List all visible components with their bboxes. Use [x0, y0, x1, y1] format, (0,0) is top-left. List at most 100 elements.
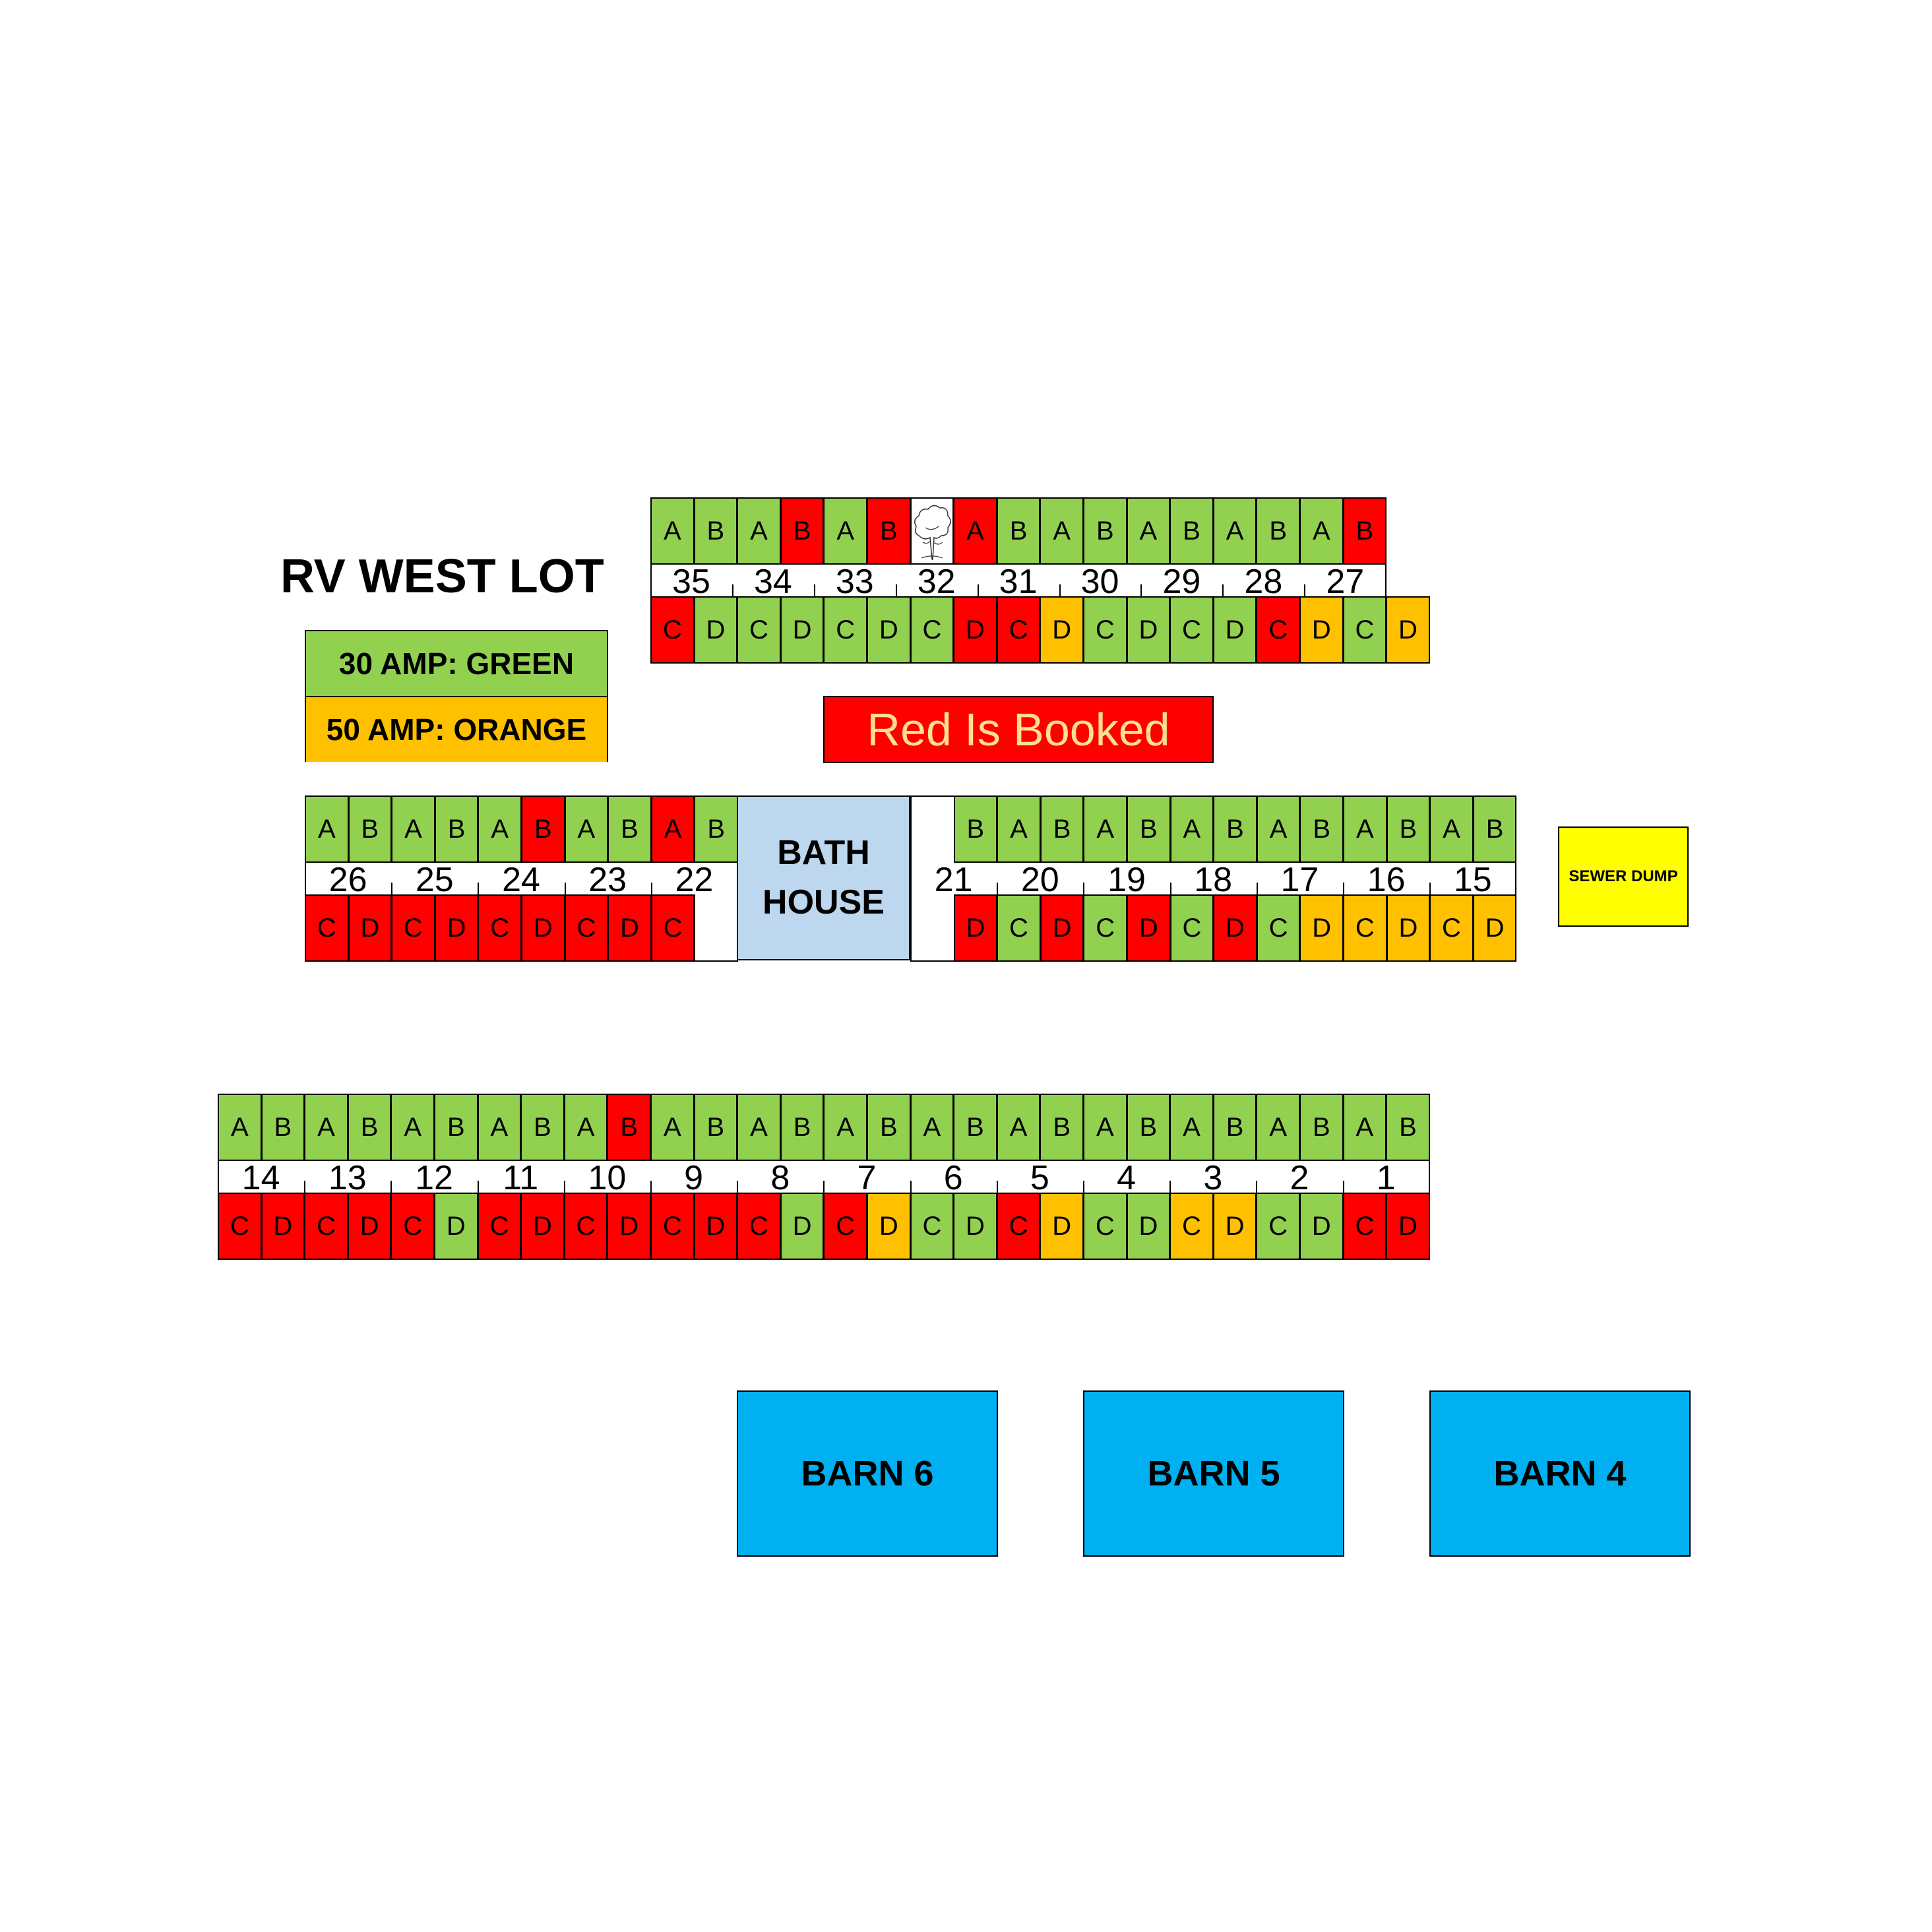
- site-number: 28: [1244, 563, 1283, 601]
- site-divider: [1083, 883, 1085, 894]
- site-number: 11: [503, 1159, 539, 1197]
- hookup-c-green: C: [1083, 596, 1127, 664]
- site-number: 24: [502, 861, 540, 899]
- tree-icon: [914, 505, 951, 560]
- hookup-c-orange: C: [1169, 1193, 1214, 1260]
- hookup-c-red: C: [650, 596, 695, 664]
- empty-slot: [910, 894, 954, 962]
- site-divider: [1256, 1181, 1258, 1193]
- hookup-a-green: A: [650, 1094, 695, 1161]
- hookup-b-green: B: [1083, 497, 1127, 565]
- hookup-c-red: C: [650, 894, 695, 962]
- site-number: 25: [415, 861, 454, 899]
- hookup-a-green: A: [304, 1094, 348, 1161]
- hookup-d-red: D: [347, 1193, 392, 1260]
- site-divider: [977, 584, 979, 596]
- hookup-c-green: C: [737, 596, 781, 664]
- hookup-d-green: D: [1126, 596, 1171, 664]
- hookup-b-green: B: [434, 1094, 478, 1161]
- hookup-b-green: B: [693, 497, 738, 565]
- site-number: 23: [588, 861, 627, 899]
- hookup-a-green: A: [1256, 1094, 1300, 1161]
- hookup-a-green: A: [1212, 497, 1257, 565]
- hookup-c-green: C: [1169, 596, 1214, 664]
- hookup-a-green: A: [1083, 1094, 1127, 1161]
- hookup-d-green: D: [953, 1193, 997, 1260]
- legend-50-amp: 50 AMP: ORANGE: [306, 696, 607, 762]
- hookup-a-green: A: [737, 497, 781, 565]
- site-number: 34: [753, 563, 792, 601]
- hookup-d-red: D: [1386, 1193, 1430, 1260]
- hookup-d-red: D: [607, 1193, 651, 1260]
- hookup-b-green: B: [1212, 1094, 1257, 1161]
- legend-30-amp: 30 AMP: GREEN: [306, 631, 607, 696]
- hookup-a-green: A: [305, 795, 349, 863]
- empty-slot: [694, 894, 738, 962]
- hookup-d-red: D: [953, 596, 997, 664]
- hookup-b-green: B: [1386, 795, 1431, 863]
- site-divider: [823, 1181, 825, 1193]
- hookup-c-green: C: [1083, 894, 1127, 962]
- hookup-b-green: B: [1299, 1094, 1344, 1161]
- hookup-d-red: D: [1127, 894, 1171, 962]
- site-divider: [996, 1181, 998, 1193]
- hookup-b-green: B: [867, 1094, 911, 1161]
- hookup-c-red: C: [564, 894, 609, 962]
- hookup-d-red: D: [348, 894, 392, 962]
- site-number: 32: [917, 563, 956, 601]
- hookup-c-green: C: [823, 596, 867, 664]
- site-divider: [813, 584, 815, 596]
- hookup-b-red: B: [521, 795, 565, 863]
- hookup-d-orange: D: [1212, 1193, 1257, 1260]
- site-number: 7: [857, 1159, 877, 1197]
- site-number: 2: [1290, 1159, 1309, 1197]
- hookup-d-red: D: [521, 894, 565, 962]
- site-divider: [1429, 883, 1431, 894]
- hookup-d-green: D: [780, 1193, 825, 1260]
- site-number: 35: [672, 563, 710, 601]
- site-number: 15: [1453, 861, 1492, 899]
- hookup-c-red: C: [996, 596, 1041, 664]
- site-number: 5: [1030, 1159, 1049, 1197]
- hookup-c-red: C: [996, 1193, 1041, 1260]
- hookup-a-green: A: [910, 1094, 954, 1161]
- bath-house: BATH HOUSE: [737, 795, 910, 960]
- site-divider: [564, 883, 566, 894]
- hookup-b-green: B: [608, 795, 652, 863]
- site-divider: [1140, 584, 1142, 596]
- hookup-b-green: B: [348, 795, 392, 863]
- hookup-c-red: C: [390, 1193, 435, 1260]
- hookup-b-green: B: [953, 795, 998, 863]
- hookup-d-orange: D: [1472, 894, 1517, 962]
- site-divider: [1342, 1181, 1344, 1193]
- hookup-d-red: D: [1213, 894, 1257, 962]
- site-divider: [650, 1181, 652, 1193]
- lot-title: RV WEST LOT: [280, 550, 604, 603]
- site-divider: [1222, 584, 1224, 596]
- site-number: 9: [684, 1159, 704, 1197]
- hookup-a-green: A: [1299, 497, 1344, 565]
- hookup-b-green: B: [434, 795, 479, 863]
- hookup-c-green: C: [910, 1193, 954, 1260]
- barn-5: BARN 5: [1083, 1390, 1344, 1557]
- site-number: 18: [1194, 861, 1233, 899]
- site-number: 8: [770, 1159, 790, 1197]
- site-number-band: [650, 565, 1387, 596]
- hookup-b-green: B: [693, 1094, 738, 1161]
- hookup-b-green: B: [1256, 497, 1300, 565]
- hookup-d-orange: D: [1299, 894, 1344, 962]
- hookup-a-green: A: [1169, 795, 1214, 863]
- hookup-d-green: D: [867, 596, 911, 664]
- hookup-a-green: A: [218, 1094, 262, 1161]
- hookup-d-green: D: [1212, 596, 1257, 664]
- hookup-d-red: D: [693, 1193, 738, 1260]
- hookup-a-green: A: [1126, 497, 1171, 565]
- hookup-b-green: B: [1126, 1094, 1171, 1161]
- site-number: 31: [999, 563, 1038, 601]
- hookup-c-red: C: [305, 894, 349, 962]
- hookup-b-green: B: [1299, 795, 1344, 863]
- hookup-c-red: C: [1256, 596, 1300, 664]
- hookup-c-red: C: [218, 1193, 262, 1260]
- tree-slot: [910, 497, 954, 565]
- hookup-a-green: A: [563, 1094, 608, 1161]
